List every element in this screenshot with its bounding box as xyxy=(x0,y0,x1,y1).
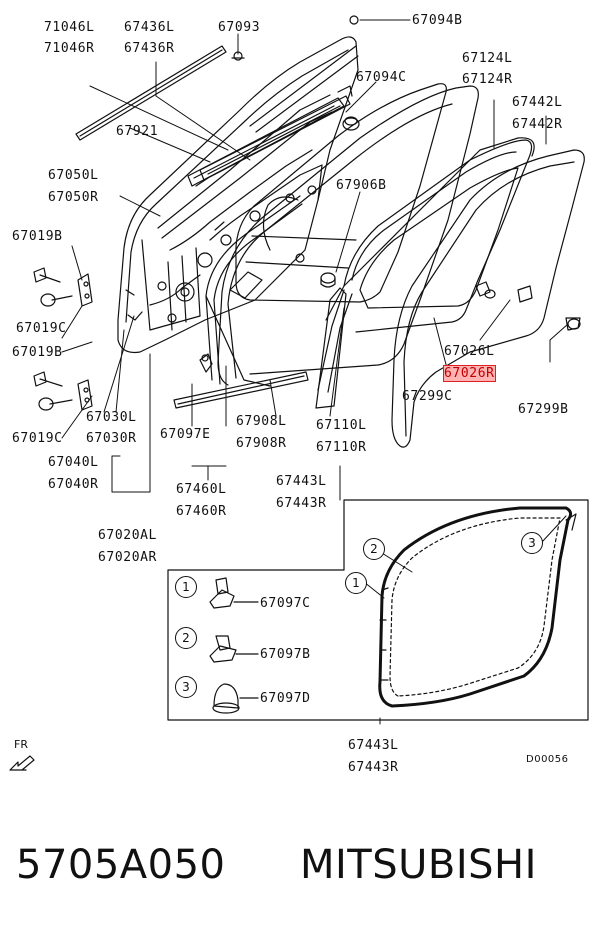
inset-clip-67097C xyxy=(209,577,259,609)
part-number: 5705A050 xyxy=(16,842,226,888)
label-67460R: 67460R xyxy=(176,504,227,519)
label-67906B: 67906B xyxy=(336,178,387,193)
label-67040L: 67040L xyxy=(48,455,99,470)
label-67093: 67093 xyxy=(218,20,261,35)
label-67094B: 67094B xyxy=(412,13,463,28)
label-67908R: 67908R xyxy=(236,436,287,451)
label-67026L: 67026L xyxy=(444,344,495,359)
label-67019B-upper: 67019B xyxy=(12,229,63,244)
clip-67097E xyxy=(199,353,213,373)
brand-name: MITSUBISHI xyxy=(300,842,537,888)
label-67442R: 67442R xyxy=(512,117,563,132)
label-67124R: 67124R xyxy=(462,72,513,87)
label-67443R-lower: 67443R xyxy=(348,760,399,775)
door-seal-strip xyxy=(205,195,303,387)
grommet-67094C xyxy=(342,116,360,131)
label-67097D: 67097D xyxy=(260,691,311,706)
label-67040R: 67040R xyxy=(48,477,99,492)
label-67019C-upper: 67019C xyxy=(16,321,67,336)
label-67460L: 67460L xyxy=(176,482,227,497)
label-71046R: 71046R xyxy=(44,41,95,56)
label-67094C: 67094C xyxy=(356,70,407,85)
label-67908L: 67908L xyxy=(236,414,287,429)
label-67050L: 67050L xyxy=(48,168,99,183)
label-67030L: 67030L xyxy=(86,410,137,425)
diagram-code: D00056 xyxy=(526,754,569,765)
leader-lines xyxy=(61,19,569,725)
label-67110L: 67110L xyxy=(316,418,367,433)
front-indicator-label: FR xyxy=(14,738,28,751)
label-67026R-highlighted: 67026R xyxy=(443,365,496,382)
label-67443L-lower: 67443L xyxy=(348,738,399,753)
door-frame-rails xyxy=(199,45,359,181)
hinge-upper xyxy=(33,267,93,307)
label-71046L: 71046L xyxy=(44,20,95,35)
hinge-lower xyxy=(33,371,93,411)
bolt-67094B xyxy=(349,15,359,25)
callout-1-legend: 1 xyxy=(175,576,197,598)
label-67110R: 67110R xyxy=(316,440,367,455)
label-67050R: 67050R xyxy=(48,190,99,205)
label-67020AR: 67020AR xyxy=(98,550,157,565)
label-67299C: 67299C xyxy=(402,389,453,404)
label-67097C: 67097C xyxy=(260,596,311,611)
callout-3-drawing: 3 xyxy=(521,532,543,554)
label-67030R: 67030R xyxy=(86,431,137,446)
callout-2-legend: 2 xyxy=(175,627,197,649)
label-67443R-upper: 67443R xyxy=(276,496,327,511)
label-67436L: 67436L xyxy=(124,20,175,35)
door-glass xyxy=(235,83,447,303)
callout-3-legend: 3 xyxy=(175,676,197,698)
label-67019B-lower: 67019B xyxy=(12,345,63,360)
belt-weatherstrip xyxy=(187,97,345,187)
label-67921: 67921 xyxy=(116,124,159,139)
callout-2-drawing: 2 xyxy=(363,538,385,560)
front-arrow xyxy=(9,755,35,771)
outer-moulding-strip xyxy=(75,45,227,141)
label-67299B: 67299B xyxy=(518,402,569,417)
inset-clip-67097D xyxy=(212,683,259,714)
label-67019C-lower: 67019C xyxy=(12,431,63,446)
label-67097B: 67097B xyxy=(260,647,311,662)
detail-inset-box xyxy=(167,499,589,721)
inset-clip-67097B xyxy=(209,635,259,663)
label-67442L: 67442L xyxy=(512,95,563,110)
label-67443L-upper: 67443L xyxy=(276,474,327,489)
lower-weatherstrip xyxy=(173,371,309,409)
label-67436R: 67436R xyxy=(124,41,175,56)
clip-67026 xyxy=(475,281,533,303)
label-67020AL: 67020AL xyxy=(98,528,157,543)
callout-1-drawing: 1 xyxy=(345,572,367,594)
label-67124L: 67124L xyxy=(462,51,513,66)
door-weatherstrip-right xyxy=(317,137,535,393)
door-frame-seal xyxy=(391,149,585,448)
rear-channel xyxy=(315,287,347,409)
cap-67906B xyxy=(320,272,336,288)
inset-leaders xyxy=(363,515,567,599)
label-67097E: 67097E xyxy=(160,427,211,442)
door-inner-panel xyxy=(117,36,359,354)
